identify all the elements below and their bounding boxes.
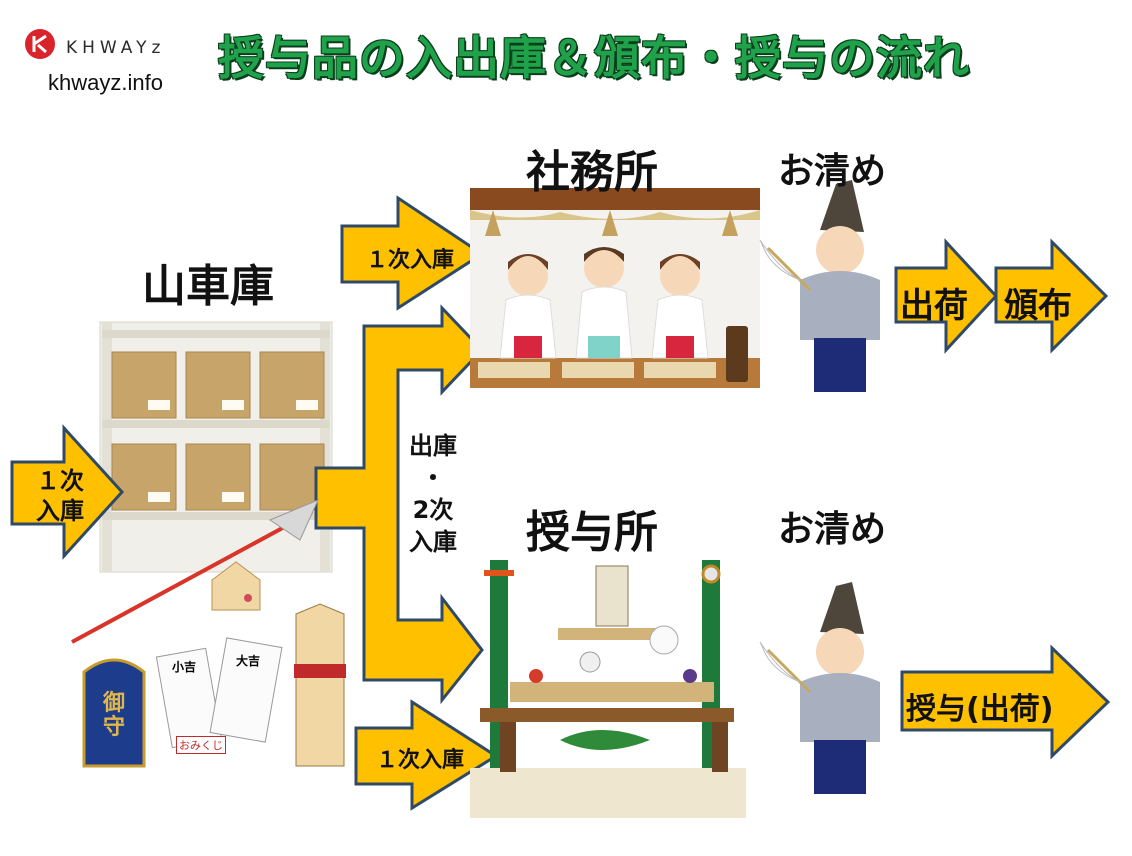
omikuji-small-text: 小吉: [172, 660, 197, 674]
inbound-arrow-office: [340, 195, 485, 311]
grant-arrow: [900, 644, 1111, 760]
ofuda-talisman-icon: [294, 603, 346, 767]
distribute-arrow: [994, 238, 1109, 354]
omikuji-label: おみくじ: [176, 736, 226, 754]
inbound-arrow-warehouse: [10, 424, 125, 560]
ema-plaque-icon: [211, 561, 261, 611]
brand-name: KHWAYz: [66, 38, 166, 58]
dispatch-label: 出庫 ・ 2次 入庫: [398, 430, 468, 558]
omamori-charm-icon: [82, 658, 146, 768]
counter-label: 授与所: [526, 507, 658, 558]
page-title: 授与品の入出庫＆頒布・授与の流れ: [218, 31, 970, 85]
priest-illustration-bottom: [759, 582, 880, 794]
site-url: khwayz.info: [48, 70, 163, 95]
inbound-label-counter: １次入庫: [375, 748, 464, 773]
dispatch-label-line: 2次: [412, 496, 454, 524]
inbound-label-warehouse: １次 入庫: [20, 466, 100, 526]
inbound-label-line2: 入庫: [36, 497, 84, 525]
dispatch-label-line: 出庫: [409, 432, 457, 460]
dispatch-arrow-branch: [314, 304, 485, 705]
omamori-text: 御守: [102, 691, 125, 740]
omikuji-slip-icon: [155, 637, 283, 749]
arrow-hamaya-icon: [71, 499, 319, 644]
inbound-label-office: １次入庫: [365, 248, 454, 273]
priest-illustration-top: [759, 180, 880, 392]
purification-label-top: お清め: [778, 151, 887, 192]
ship-label: 出荷: [900, 286, 968, 326]
purification-label-bottom: お清め: [778, 509, 887, 550]
grant-label: 授与(出荷): [906, 692, 1054, 727]
dispatch-label-line: 入庫: [409, 528, 457, 556]
warehouse-label: 山車庫: [142, 261, 274, 312]
inbound-label-line1: １次: [36, 467, 84, 495]
counter-scene-illustration: [470, 560, 746, 818]
dispatch-label-line: ・: [421, 464, 445, 492]
warehouse-shelf-illustration: [99, 321, 333, 573]
inbound-arrow-counter: [354, 699, 499, 811]
khwayz-logo-icon: [25, 29, 55, 59]
office-scene-illustration: [470, 188, 760, 388]
office-label: 社務所: [526, 147, 658, 198]
omikuji-big-text: 大吉: [236, 654, 261, 668]
distribute-label: 頒布: [1004, 286, 1072, 326]
ship-arrow: [894, 238, 999, 354]
